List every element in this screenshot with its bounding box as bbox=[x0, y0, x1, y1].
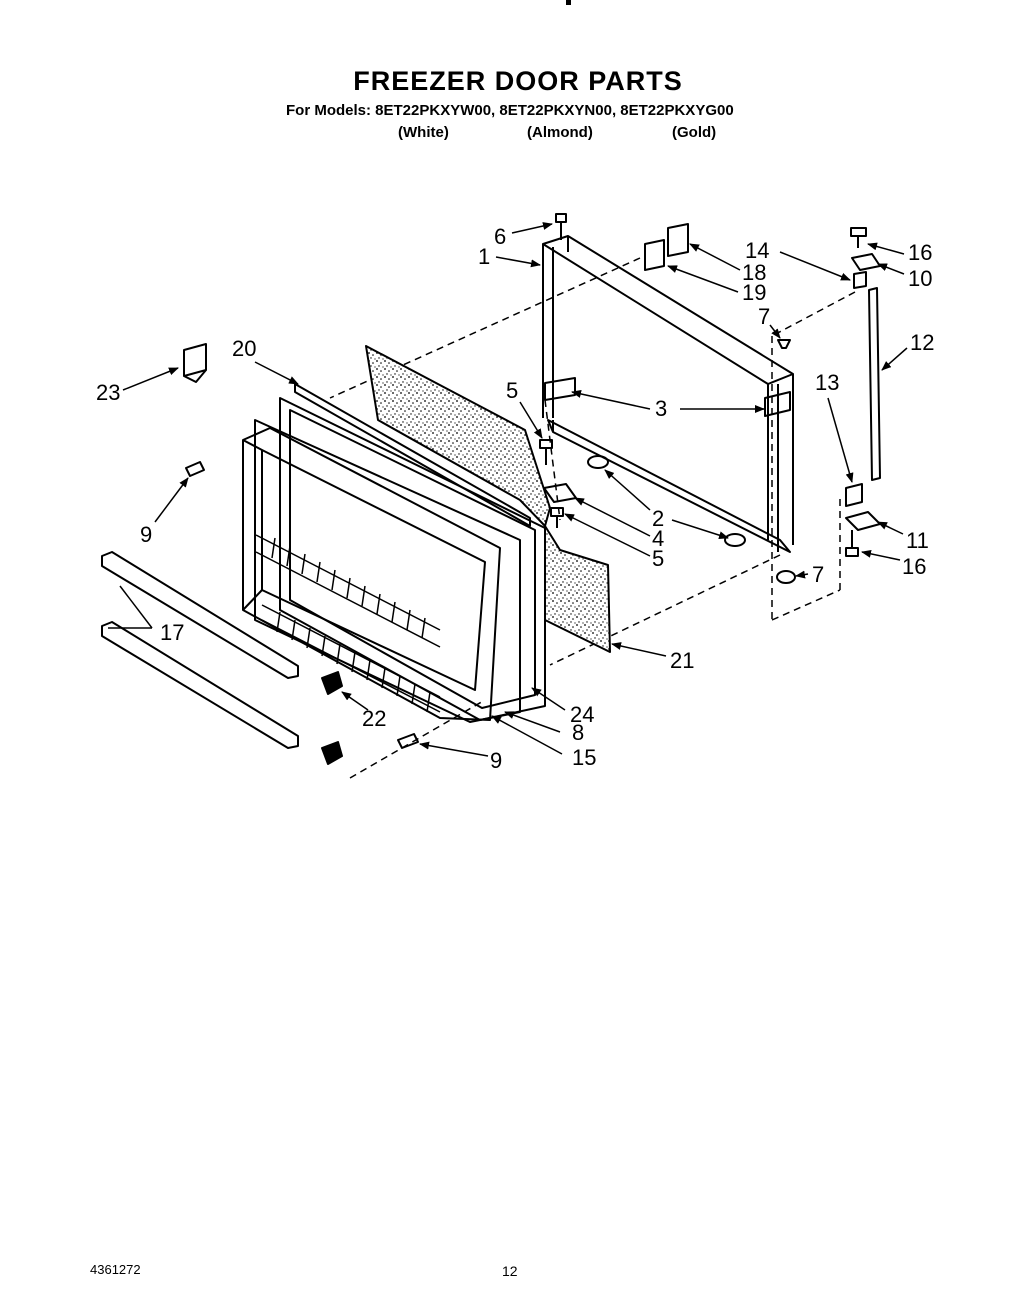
screw-part-16-upper bbox=[850, 227, 867, 248]
callout-7-lower: 7 bbox=[812, 562, 824, 587]
finish-white: (White) bbox=[398, 124, 449, 141]
callout-leader-lines bbox=[108, 222, 908, 757]
bushing-part-2-left bbox=[587, 455, 609, 469]
end-cap-part-22-lower bbox=[321, 741, 343, 765]
callout-19: 19 bbox=[742, 280, 766, 305]
hinge-part-11 bbox=[845, 511, 881, 531]
callout-11: 11 bbox=[906, 528, 929, 553]
screw-part-16-lower bbox=[845, 530, 859, 557]
end-cap-part-22-upper bbox=[321, 671, 343, 695]
liner-shelf-ridges bbox=[255, 534, 441, 713]
rod-part-12 bbox=[868, 287, 881, 481]
callout-21: 21 bbox=[670, 648, 694, 673]
callout-5-lower: 5 bbox=[652, 546, 664, 571]
hinge-bracket-part-3-right bbox=[764, 391, 791, 417]
callout-20: 20 bbox=[232, 336, 256, 361]
shelf-rail-part-17-lower bbox=[101, 621, 299, 749]
shelf-rail-part-17-upper bbox=[101, 551, 299, 679]
top-edge-mark bbox=[566, 0, 571, 5]
document-number: 4361272 bbox=[90, 1262, 141, 1277]
clip-part-23 bbox=[183, 343, 207, 383]
screw-part-6 bbox=[555, 213, 567, 240]
page-title: FREEZER DOOR PARTS bbox=[353, 66, 683, 96]
callout-1: 1 bbox=[478, 244, 490, 269]
callout-3: 3 bbox=[655, 396, 667, 421]
gasket-part-20 bbox=[294, 383, 531, 527]
insulation-part-21 bbox=[544, 525, 611, 653]
callout-2-upper: 2 bbox=[652, 506, 664, 531]
screw-part-9-bottom bbox=[397, 733, 419, 749]
callout-15: 15 bbox=[572, 745, 596, 770]
screw-part-5-upper bbox=[539, 439, 553, 465]
page-number: 12 bbox=[502, 1263, 518, 1279]
bushing-part-7-lower bbox=[776, 570, 796, 584]
callout-9-bottom: 9 bbox=[490, 748, 502, 773]
hinge-bracket-part-3-left bbox=[544, 377, 576, 401]
callout-7-upper: 7 bbox=[758, 304, 770, 329]
screw-part-9-left bbox=[185, 461, 205, 477]
callout-22: 22 bbox=[362, 706, 386, 731]
callout-24: 24 bbox=[570, 702, 594, 727]
models-line: For Models: 8ET22PKXYW00, 8ET22PKXYN00, … bbox=[286, 102, 734, 119]
callout-9-left: 9 bbox=[140, 522, 152, 547]
spacer-part-14 bbox=[853, 271, 867, 289]
finish-almond: (Almond) bbox=[527, 124, 593, 141]
door-liner-part-8 bbox=[242, 427, 501, 721]
hinge-part-10 bbox=[851, 253, 881, 271]
plate-part-18 bbox=[667, 223, 689, 257]
callout-14: 14 bbox=[745, 238, 769, 263]
callout-6: 6 bbox=[494, 224, 506, 249]
plate-part-19 bbox=[644, 239, 665, 271]
bracket-part-4 bbox=[543, 483, 577, 503]
callout-10: 10 bbox=[908, 266, 932, 291]
pin-part-7-upper bbox=[777, 339, 791, 349]
callout-23: 23 bbox=[96, 380, 120, 405]
callout-13: 13 bbox=[815, 370, 839, 395]
callout-16-upper: 16 bbox=[908, 240, 932, 265]
bracket-part-13 bbox=[845, 483, 863, 507]
callout-17: 17 bbox=[160, 620, 184, 645]
callout-18: 18 bbox=[742, 260, 766, 285]
callout-16-lower: 16 bbox=[902, 554, 926, 579]
callout-12: 12 bbox=[910, 330, 934, 355]
finish-gold: (Gold) bbox=[672, 124, 717, 141]
callout-labels: 1 2 2 3 3 4 5 5 6 7 7 8 9 9 10 11 12 13 … bbox=[96, 224, 934, 773]
callout-4: 4 bbox=[652, 526, 664, 551]
bushing-part-2-right bbox=[724, 533, 746, 547]
insulation-panel-part-20 bbox=[365, 345, 551, 527]
screw-part-5-lower bbox=[550, 507, 564, 528]
callout-8: 8 bbox=[572, 720, 584, 745]
callout-5-upper: 5 bbox=[506, 378, 518, 403]
